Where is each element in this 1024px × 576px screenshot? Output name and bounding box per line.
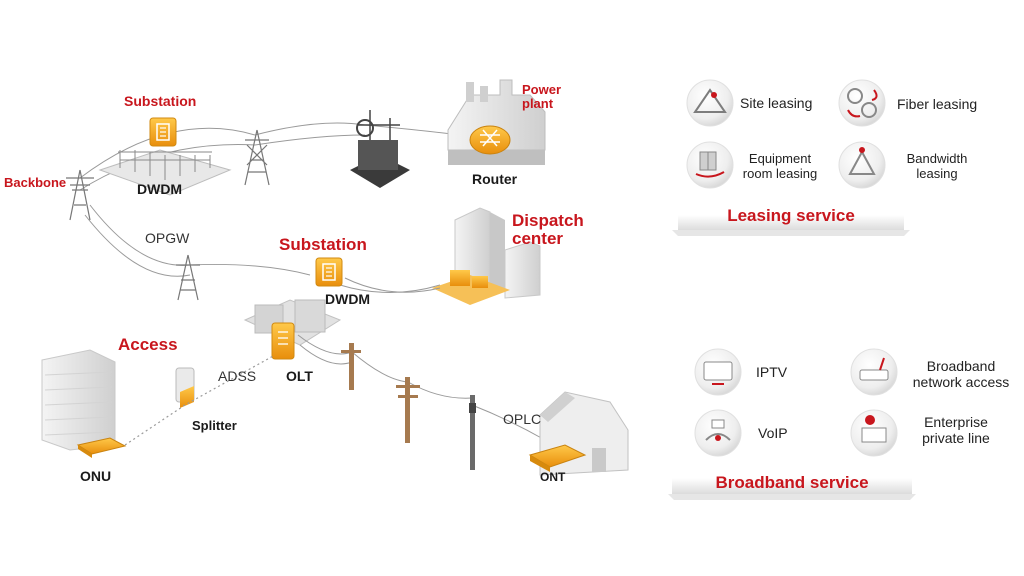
dwdm-top-device-icon bbox=[149, 117, 177, 147]
iptv-icon bbox=[694, 348, 742, 396]
leasing-panel bbox=[672, 215, 910, 236]
bandwidth-icon bbox=[838, 141, 886, 189]
oplc-label: OPLC bbox=[503, 411, 542, 427]
substation-top-equipment bbox=[98, 149, 232, 196]
leasing-item-equipment-room: Equipment room leasing bbox=[742, 151, 818, 181]
adss-cable bbox=[124, 354, 276, 446]
broadband-item-iptv: IPTV bbox=[756, 364, 788, 380]
opgw-line bbox=[84, 204, 441, 293]
ont-device-icon bbox=[528, 444, 587, 472]
leasing-item-site: Site leasing bbox=[740, 95, 813, 111]
broadband-item-voip: VoIP bbox=[758, 425, 788, 441]
opgw-tower-icon bbox=[176, 254, 200, 301]
dwdm-mid-label: DWDM bbox=[325, 291, 371, 307]
power-plant-label: Power plant bbox=[522, 82, 562, 112]
equipment-room-icon bbox=[686, 141, 734, 189]
oplc-pole-icon bbox=[469, 395, 476, 470]
splitter-icon bbox=[175, 367, 195, 408]
fiber-yen-icon bbox=[838, 79, 886, 127]
enterprise-icon bbox=[850, 409, 898, 457]
backbone-tower-icon bbox=[66, 169, 94, 221]
substation-top-label: Substation bbox=[124, 93, 197, 109]
onu-label: ONU bbox=[80, 468, 112, 484]
broadband-panel-title: Broadband service bbox=[715, 473, 869, 492]
leasing-item-fiber: Fiber leasing bbox=[897, 96, 978, 112]
broadband-panel bbox=[668, 478, 916, 500]
transformer-icon bbox=[350, 110, 410, 188]
ont-label: ONT bbox=[540, 470, 566, 484]
voip-phone-icon bbox=[694, 409, 742, 457]
olt-device-icon bbox=[271, 322, 295, 360]
broadband-item-network-access: Broadband network access bbox=[912, 358, 1010, 391]
site-icon bbox=[686, 79, 734, 127]
substation-mid-equipment bbox=[243, 299, 342, 346]
dispatch-center-label: Dispatch center bbox=[512, 211, 584, 248]
access-building-icon bbox=[41, 349, 116, 451]
leasing-panel-title: Leasing service bbox=[727, 206, 855, 225]
utility-pole-icon bbox=[396, 377, 420, 443]
dwdm-mid-device-icon bbox=[315, 257, 343, 287]
adss-label: ADSS bbox=[218, 368, 257, 384]
router-box-icon bbox=[850, 348, 898, 396]
backbone-label: Backbone bbox=[4, 175, 67, 190]
splitter-label: Splitter bbox=[192, 418, 237, 433]
opgw-label: OPGW bbox=[145, 230, 190, 246]
router-icon bbox=[469, 125, 511, 155]
dispatch-center-icon bbox=[432, 207, 541, 305]
dwdm-top-label: DWDM bbox=[137, 181, 183, 197]
substation-mid-label: Substation bbox=[279, 235, 367, 254]
broadband-item-enterprise-line: Enterprise private line bbox=[922, 414, 990, 447]
transmission-tower-icon bbox=[244, 129, 270, 186]
onu-device-icon bbox=[76, 437, 127, 458]
power-plant-icon bbox=[447, 79, 546, 165]
leasing-item-bandwidth: Bandwidth leasing bbox=[906, 151, 968, 181]
access-label: Access bbox=[118, 335, 178, 354]
router-label: Router bbox=[472, 171, 518, 187]
olt-label: OLT bbox=[286, 368, 313, 384]
utility-pole-icon bbox=[341, 343, 361, 390]
